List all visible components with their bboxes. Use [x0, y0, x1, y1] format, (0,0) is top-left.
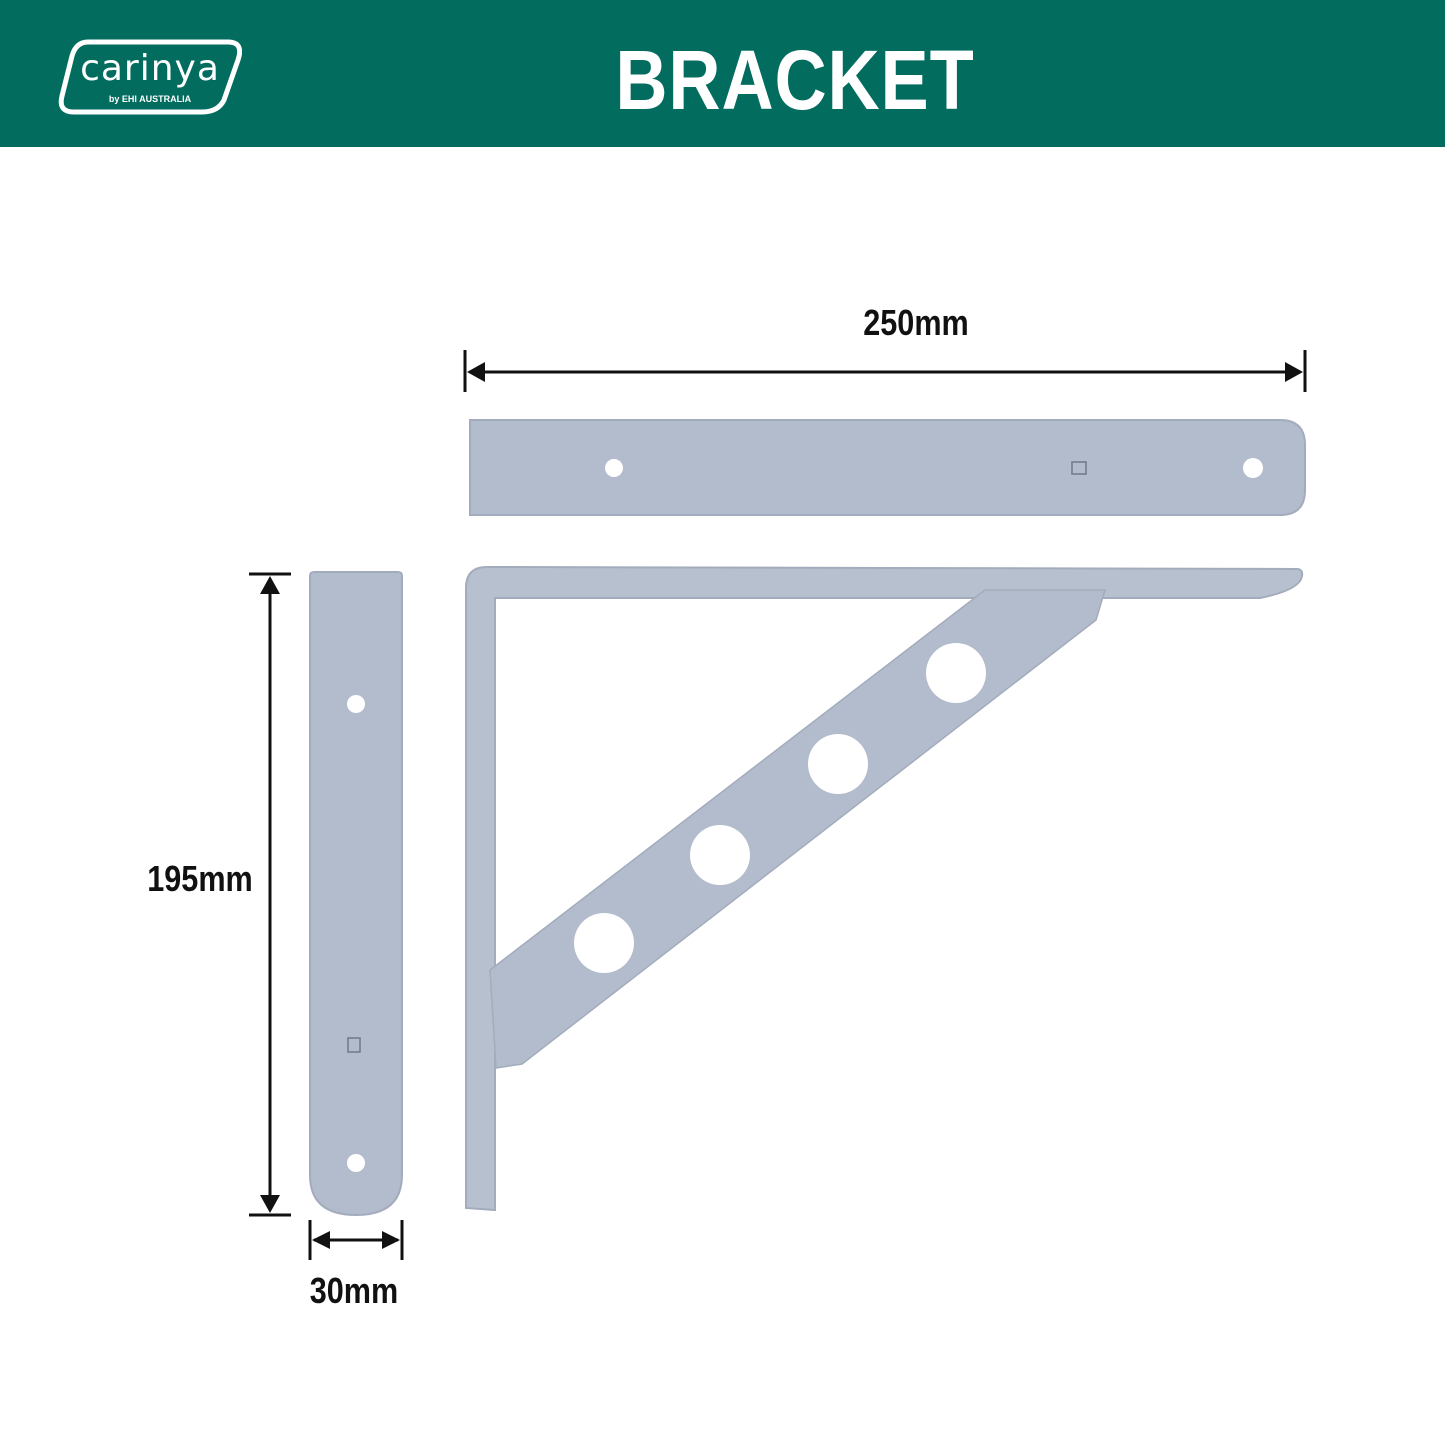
header-banner: carinya by EHI AUSTRALIA BRACKET DIMENSI… [0, 0, 1445, 227]
screw-hole [605, 459, 623, 477]
l-bracket [465, 565, 1304, 1212]
slot [1071, 461, 1087, 475]
brace-hole [574, 913, 634, 973]
height-label: 195mm [147, 858, 253, 899]
length-dimension-line [463, 350, 1307, 392]
brand-logo: carinya by EHI AUSTRALIA [58, 38, 242, 116]
width-label: 30mm [309, 1270, 399, 1311]
top-view-bar [469, 419, 1306, 516]
diagonal-brace [489, 589, 1107, 1069]
screw-hole [347, 695, 365, 713]
brace-hole [926, 643, 986, 703]
screw-hole [347, 1154, 365, 1172]
page-title: BRACKET DIMENSIONS [561, 33, 1029, 227]
brace-hole [690, 825, 750, 885]
height-dimension-line [249, 572, 291, 1217]
width-dimension-line [308, 1220, 404, 1260]
brace-hole [808, 734, 868, 794]
side-view-bar [309, 571, 403, 1217]
logo-outline-icon [58, 39, 242, 115]
slot [347, 1037, 361, 1053]
screw-hole [1243, 458, 1263, 478]
length-label: 250mm [863, 302, 969, 343]
logo-subtext: by EHI AUSTRALIA [108, 94, 192, 104]
logo-text: carinya [80, 48, 220, 89]
